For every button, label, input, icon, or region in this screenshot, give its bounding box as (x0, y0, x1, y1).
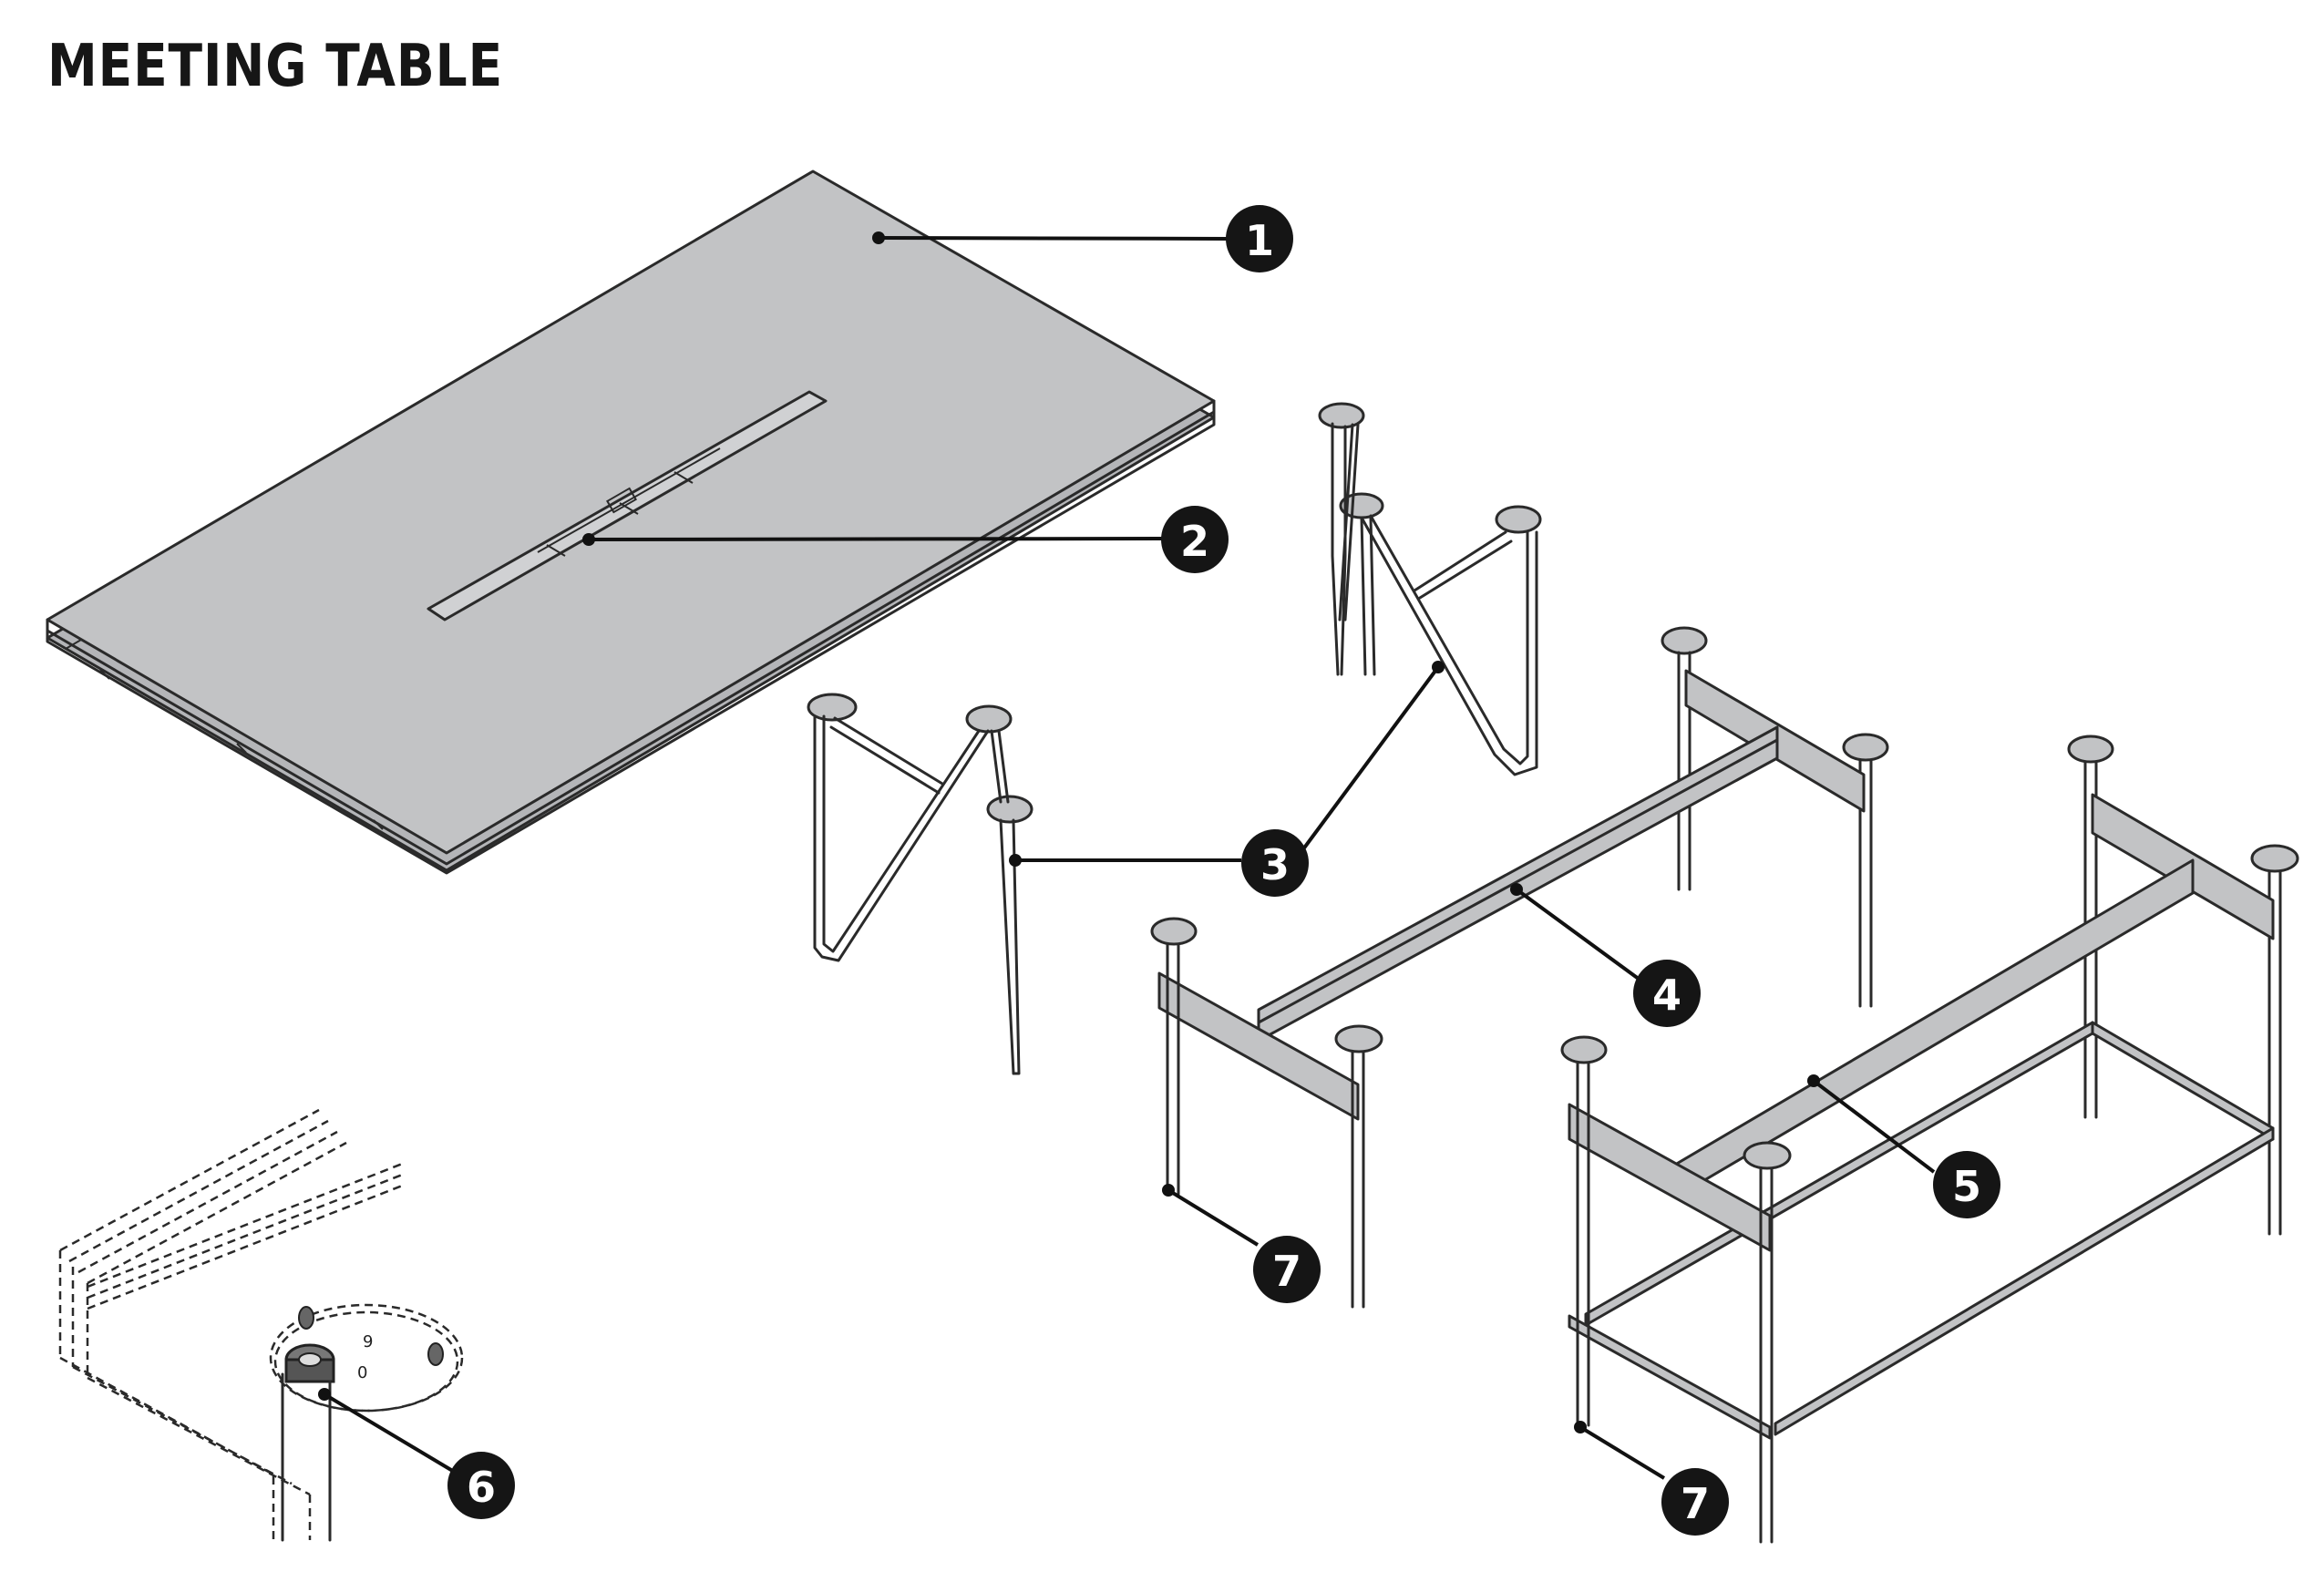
callout-2: 2 (1161, 506, 1229, 573)
leg-frame-rear (1318, 402, 1542, 776)
svg-text:7: 7 (1681, 1479, 1710, 1528)
detail-mark: 0 (357, 1363, 367, 1382)
callout-7a: 7 (1253, 1236, 1321, 1303)
callout-7b: 7 (1661, 1468, 1729, 1536)
svg-text:6: 6 (467, 1463, 496, 1512)
svg-text:3: 3 (1260, 840, 1290, 889)
page-title: MEETING TABLE (47, 33, 504, 100)
svg-text:1: 1 (1245, 216, 1274, 265)
leg-frame-front (807, 693, 1033, 1075)
svg-text:2: 2 (1180, 517, 1209, 566)
callout-5: 5 (1933, 1151, 2000, 1218)
leader-lines (318, 231, 1936, 1480)
callout-4: 4 (1633, 960, 1701, 1027)
svg-text:7: 7 (1272, 1247, 1301, 1296)
connector-detail: 9 0 (58, 1108, 464, 1542)
double-beam-frame (1560, 735, 2299, 1544)
svg-text:4: 4 (1652, 971, 1681, 1020)
svg-text:5: 5 (1952, 1162, 1981, 1211)
callout-3: 3 (1241, 829, 1309, 897)
callout-1: 1 (1226, 205, 1293, 272)
table-top (46, 170, 1216, 875)
callout-6: 6 (447, 1452, 515, 1519)
detail-mark: 9 (363, 1332, 373, 1351)
